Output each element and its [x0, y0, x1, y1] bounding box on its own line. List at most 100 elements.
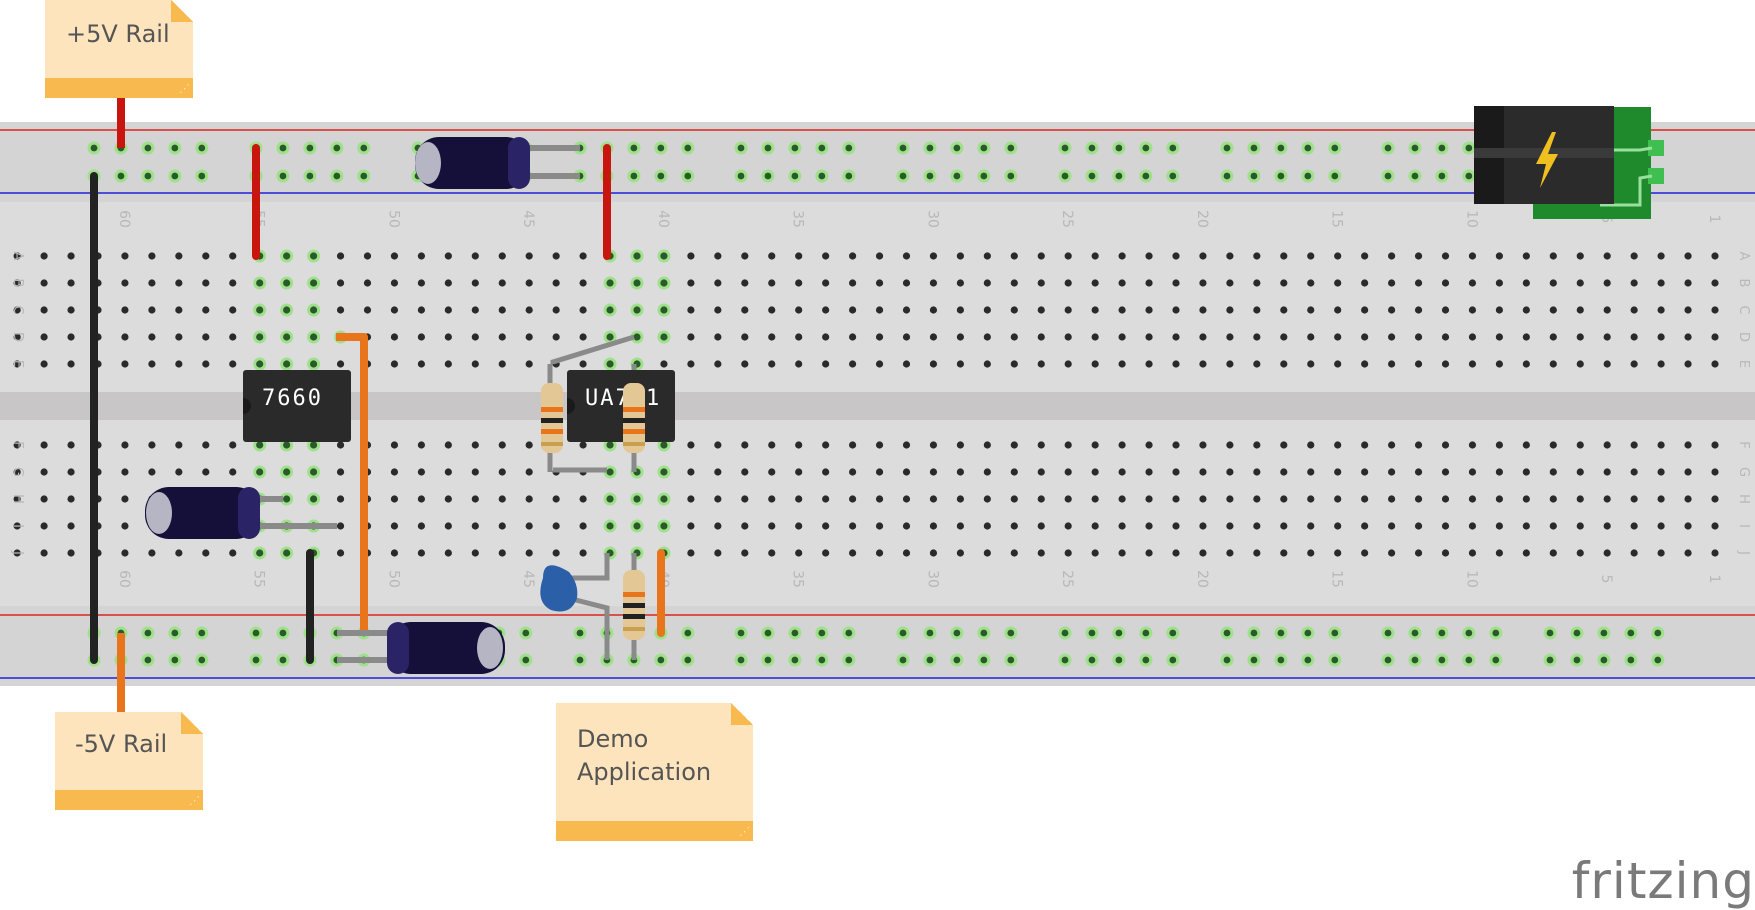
breadboard-hole[interactable] [336, 468, 345, 476]
breadboard-hole[interactable] [471, 495, 479, 503]
note-positive-rail[interactable]: +5V Rail ⋰ [45, 0, 193, 98]
rail-hole[interactable] [845, 172, 853, 180]
breadboard-hole[interactable] [1064, 495, 1072, 503]
rail-hole[interactable] [1304, 172, 1312, 180]
breadboard-hole[interactable] [525, 549, 533, 557]
breadboard-hole[interactable] [1037, 252, 1045, 260]
breadboard-hole[interactable] [471, 468, 479, 476]
breadboard-hole[interactable] [633, 252, 641, 260]
breadboard-hole[interactable] [983, 360, 991, 368]
rail-hole[interactable] [899, 144, 907, 152]
breadboard-hole[interactable] [983, 279, 991, 287]
breadboard-hole[interactable] [902, 549, 911, 557]
breadboard-hole[interactable] [1603, 495, 1611, 503]
rail-hole[interactable] [171, 656, 179, 664]
breadboard-hole[interactable] [229, 549, 237, 557]
breadboard-hole[interactable] [336, 441, 345, 449]
rail-hole[interactable] [1223, 656, 1231, 664]
breadboard-hole[interactable] [929, 360, 938, 368]
breadboard-hole[interactable] [363, 252, 372, 260]
breadboard-hole[interactable] [363, 306, 372, 314]
breadboard-hole[interactable] [1334, 333, 1342, 341]
rail-hole[interactable] [1492, 656, 1500, 664]
rail-hole[interactable] [1465, 144, 1473, 152]
breadboard-hole[interactable] [1388, 252, 1396, 260]
rail-hole[interactable] [1331, 656, 1339, 664]
breadboard-hole[interactable] [1522, 522, 1530, 530]
breadboard-hole[interactable] [1307, 333, 1315, 341]
breadboard-hole[interactable] [1361, 306, 1369, 314]
breadboard-hole[interactable] [1468, 306, 1477, 314]
breadboard-hole[interactable] [1010, 306, 1018, 314]
rail-hole[interactable] [1304, 144, 1312, 152]
breadboard-hole[interactable] [498, 279, 506, 287]
breadboard-hole[interactable] [687, 468, 695, 476]
breadboard-hole[interactable] [390, 468, 399, 476]
rail-hole[interactable] [1115, 629, 1123, 637]
breadboard-hole[interactable] [256, 279, 264, 287]
breadboard-hole[interactable] [1307, 468, 1315, 476]
breadboard-hole[interactable] [1549, 333, 1557, 341]
rail-hole[interactable] [198, 172, 206, 180]
breadboard-hole[interactable] [1441, 360, 1450, 368]
rail-hole[interactable] [333, 144, 341, 152]
breadboard-hole[interactable] [1145, 522, 1153, 530]
breadboard-hole[interactable] [148, 441, 156, 449]
breadboard-hole[interactable] [1522, 441, 1530, 449]
rail-hole[interactable] [144, 144, 152, 152]
breadboard-hole[interactable] [1253, 279, 1261, 287]
breadboard-hole[interactable] [1657, 279, 1665, 287]
breadboard-hole[interactable] [13, 468, 21, 476]
breadboard-hole[interactable] [1441, 495, 1450, 503]
breadboard-hole[interactable] [202, 441, 210, 449]
breadboard-hole[interactable] [13, 495, 21, 503]
breadboard-hole[interactable] [1414, 306, 1423, 314]
rail-hole[interactable] [171, 629, 179, 637]
breadboard-hole[interactable] [1280, 441, 1288, 449]
rail-hole[interactable] [684, 172, 692, 180]
breadboard-hole[interactable] [741, 279, 749, 287]
breadboard-hole[interactable] [1064, 549, 1072, 557]
breadboard-hole[interactable] [660, 468, 668, 476]
breadboard-hole[interactable] [40, 522, 48, 530]
breadboard-hole[interactable] [40, 360, 48, 368]
rail-hole[interactable] [980, 144, 988, 152]
breadboard-hole[interactable] [67, 360, 75, 368]
rail-hole[interactable] [1007, 172, 1015, 180]
breadboard-hole[interactable] [849, 252, 857, 260]
breadboard-hole[interactable] [1118, 468, 1126, 476]
breadboard-hole[interactable] [67, 333, 75, 341]
breadboard-hole[interactable] [1549, 252, 1557, 260]
rail-hole[interactable] [1277, 144, 1285, 152]
breadboard-hole[interactable] [714, 522, 722, 530]
rail-hole[interactable] [630, 172, 638, 180]
breadboard-hole[interactable] [875, 441, 884, 449]
rail-hole[interactable] [1142, 629, 1150, 637]
rail-hole[interactable] [1061, 656, 1069, 664]
breadboard-hole[interactable] [1684, 495, 1692, 503]
breadboard-hole[interactable] [1441, 522, 1450, 530]
breadboard-hole[interactable] [741, 522, 749, 530]
breadboard-hole[interactable] [795, 495, 803, 503]
breadboard-hole[interactable] [1495, 252, 1503, 260]
breadboard-hole[interactable] [633, 306, 641, 314]
breadboard-hole[interactable] [1145, 333, 1153, 341]
rail-hole[interactable] [684, 656, 692, 664]
breadboard-hole[interactable] [1307, 549, 1315, 557]
breadboard-hole[interactable] [444, 495, 452, 503]
breadboard-hole[interactable] [67, 495, 75, 503]
breadboard-hole[interactable] [1388, 333, 1396, 341]
breadboard-hole[interactable] [336, 306, 345, 314]
breadboard-hole[interactable] [579, 360, 587, 368]
breadboard-hole[interactable] [417, 279, 425, 287]
rail-hole[interactable] [1169, 656, 1177, 664]
breadboard-hole[interactable] [822, 468, 830, 476]
breadboard-hole[interactable] [1361, 495, 1369, 503]
breadboard-hole[interactable] [1361, 522, 1369, 530]
breadboard-hole[interactable] [229, 306, 237, 314]
breadboard-hole[interactable] [795, 468, 803, 476]
breadboard-hole[interactable] [1091, 468, 1099, 476]
breadboard-hole[interactable] [1334, 306, 1342, 314]
breadboard-hole[interactable] [660, 360, 668, 368]
breadboard-hole[interactable] [1145, 279, 1153, 287]
